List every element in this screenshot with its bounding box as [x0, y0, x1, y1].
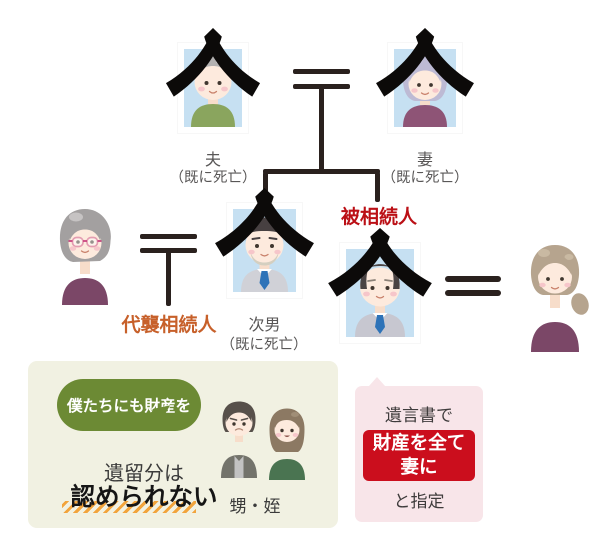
- substitute-heir-label: 代襲相続人: [121, 314, 217, 336]
- husband-photo: [184, 49, 242, 127]
- connector-drop-substitute-heirs: [166, 251, 171, 306]
- legal-portion-text-line1: 遺留分は: [104, 461, 184, 485]
- wife-status: （既に死亡）: [381, 170, 469, 186]
- legal-portion-text-line2: 認められない: [70, 482, 218, 511]
- marriage-equals-left-line1: [140, 234, 197, 239]
- will-highlight-box: 財産を全て 妻に: [363, 430, 475, 481]
- connector-drop-second-son: [263, 172, 268, 204]
- mourning-ribbon-icon: [328, 228, 432, 297]
- speech-bubble-text: 僕たちにも財産を: [66, 397, 191, 415]
- hatched-underline: [62, 501, 196, 513]
- left-explanation-panel: 僕たちにも財産を 遺留分は 認められない: [28, 361, 338, 528]
- decedent-wife-illustration: [518, 240, 592, 352]
- will-text-line1: 遺言書で: [385, 406, 453, 426]
- speech-bubble: 僕たちにも財産を: [57, 379, 201, 431]
- mourning-ribbon-icon: [215, 188, 314, 257]
- husband-label: 夫: [204, 150, 221, 169]
- niece-illustration: [262, 406, 312, 480]
- connector-siblings-horizontal: [263, 169, 380, 174]
- will-highlight-line2: 妻に: [400, 456, 438, 478]
- decedent-illustration: [355, 264, 405, 337]
- right-explanation-panel: 遺言書で 財産を全て 妻に と指定: [355, 377, 483, 522]
- second-son-portrait: [215, 188, 314, 298]
- marriage-equals-top-line1: [293, 69, 350, 74]
- wife-label: 妻: [416, 150, 433, 169]
- connector-parents-down: [319, 87, 324, 172]
- second-son-label: 次男: [248, 315, 281, 334]
- mourning-ribbon-icon: [376, 28, 474, 97]
- husband-status: （既に死亡）: [169, 170, 257, 186]
- marriage-equals-left-line2: [140, 248, 197, 253]
- will-text-line3: と指定: [393, 492, 445, 512]
- nephew-niece-caption: 甥・姪: [229, 497, 281, 517]
- second-son-status: （既に死亡）: [220, 337, 308, 353]
- marriage-equals-top-line2: [293, 84, 350, 89]
- husband-portrait: [165, 28, 261, 133]
- second-son-wife-illustration: [50, 205, 120, 305]
- panel-pointer-icon: [369, 377, 385, 386]
- nephew-illustration: [216, 398, 262, 478]
- wife-portrait: [376, 28, 474, 133]
- decedent-label: 被相続人: [340, 206, 417, 228]
- will-highlight-line1: 財産を全て: [372, 432, 466, 454]
- connector-drop-decedent: [375, 172, 380, 202]
- marriage-equals-right-line2: [445, 290, 501, 296]
- marriage-equals-right-line1: [445, 276, 501, 282]
- decedent-portrait: [328, 228, 432, 343]
- mourning-ribbon-icon: [165, 28, 261, 97]
